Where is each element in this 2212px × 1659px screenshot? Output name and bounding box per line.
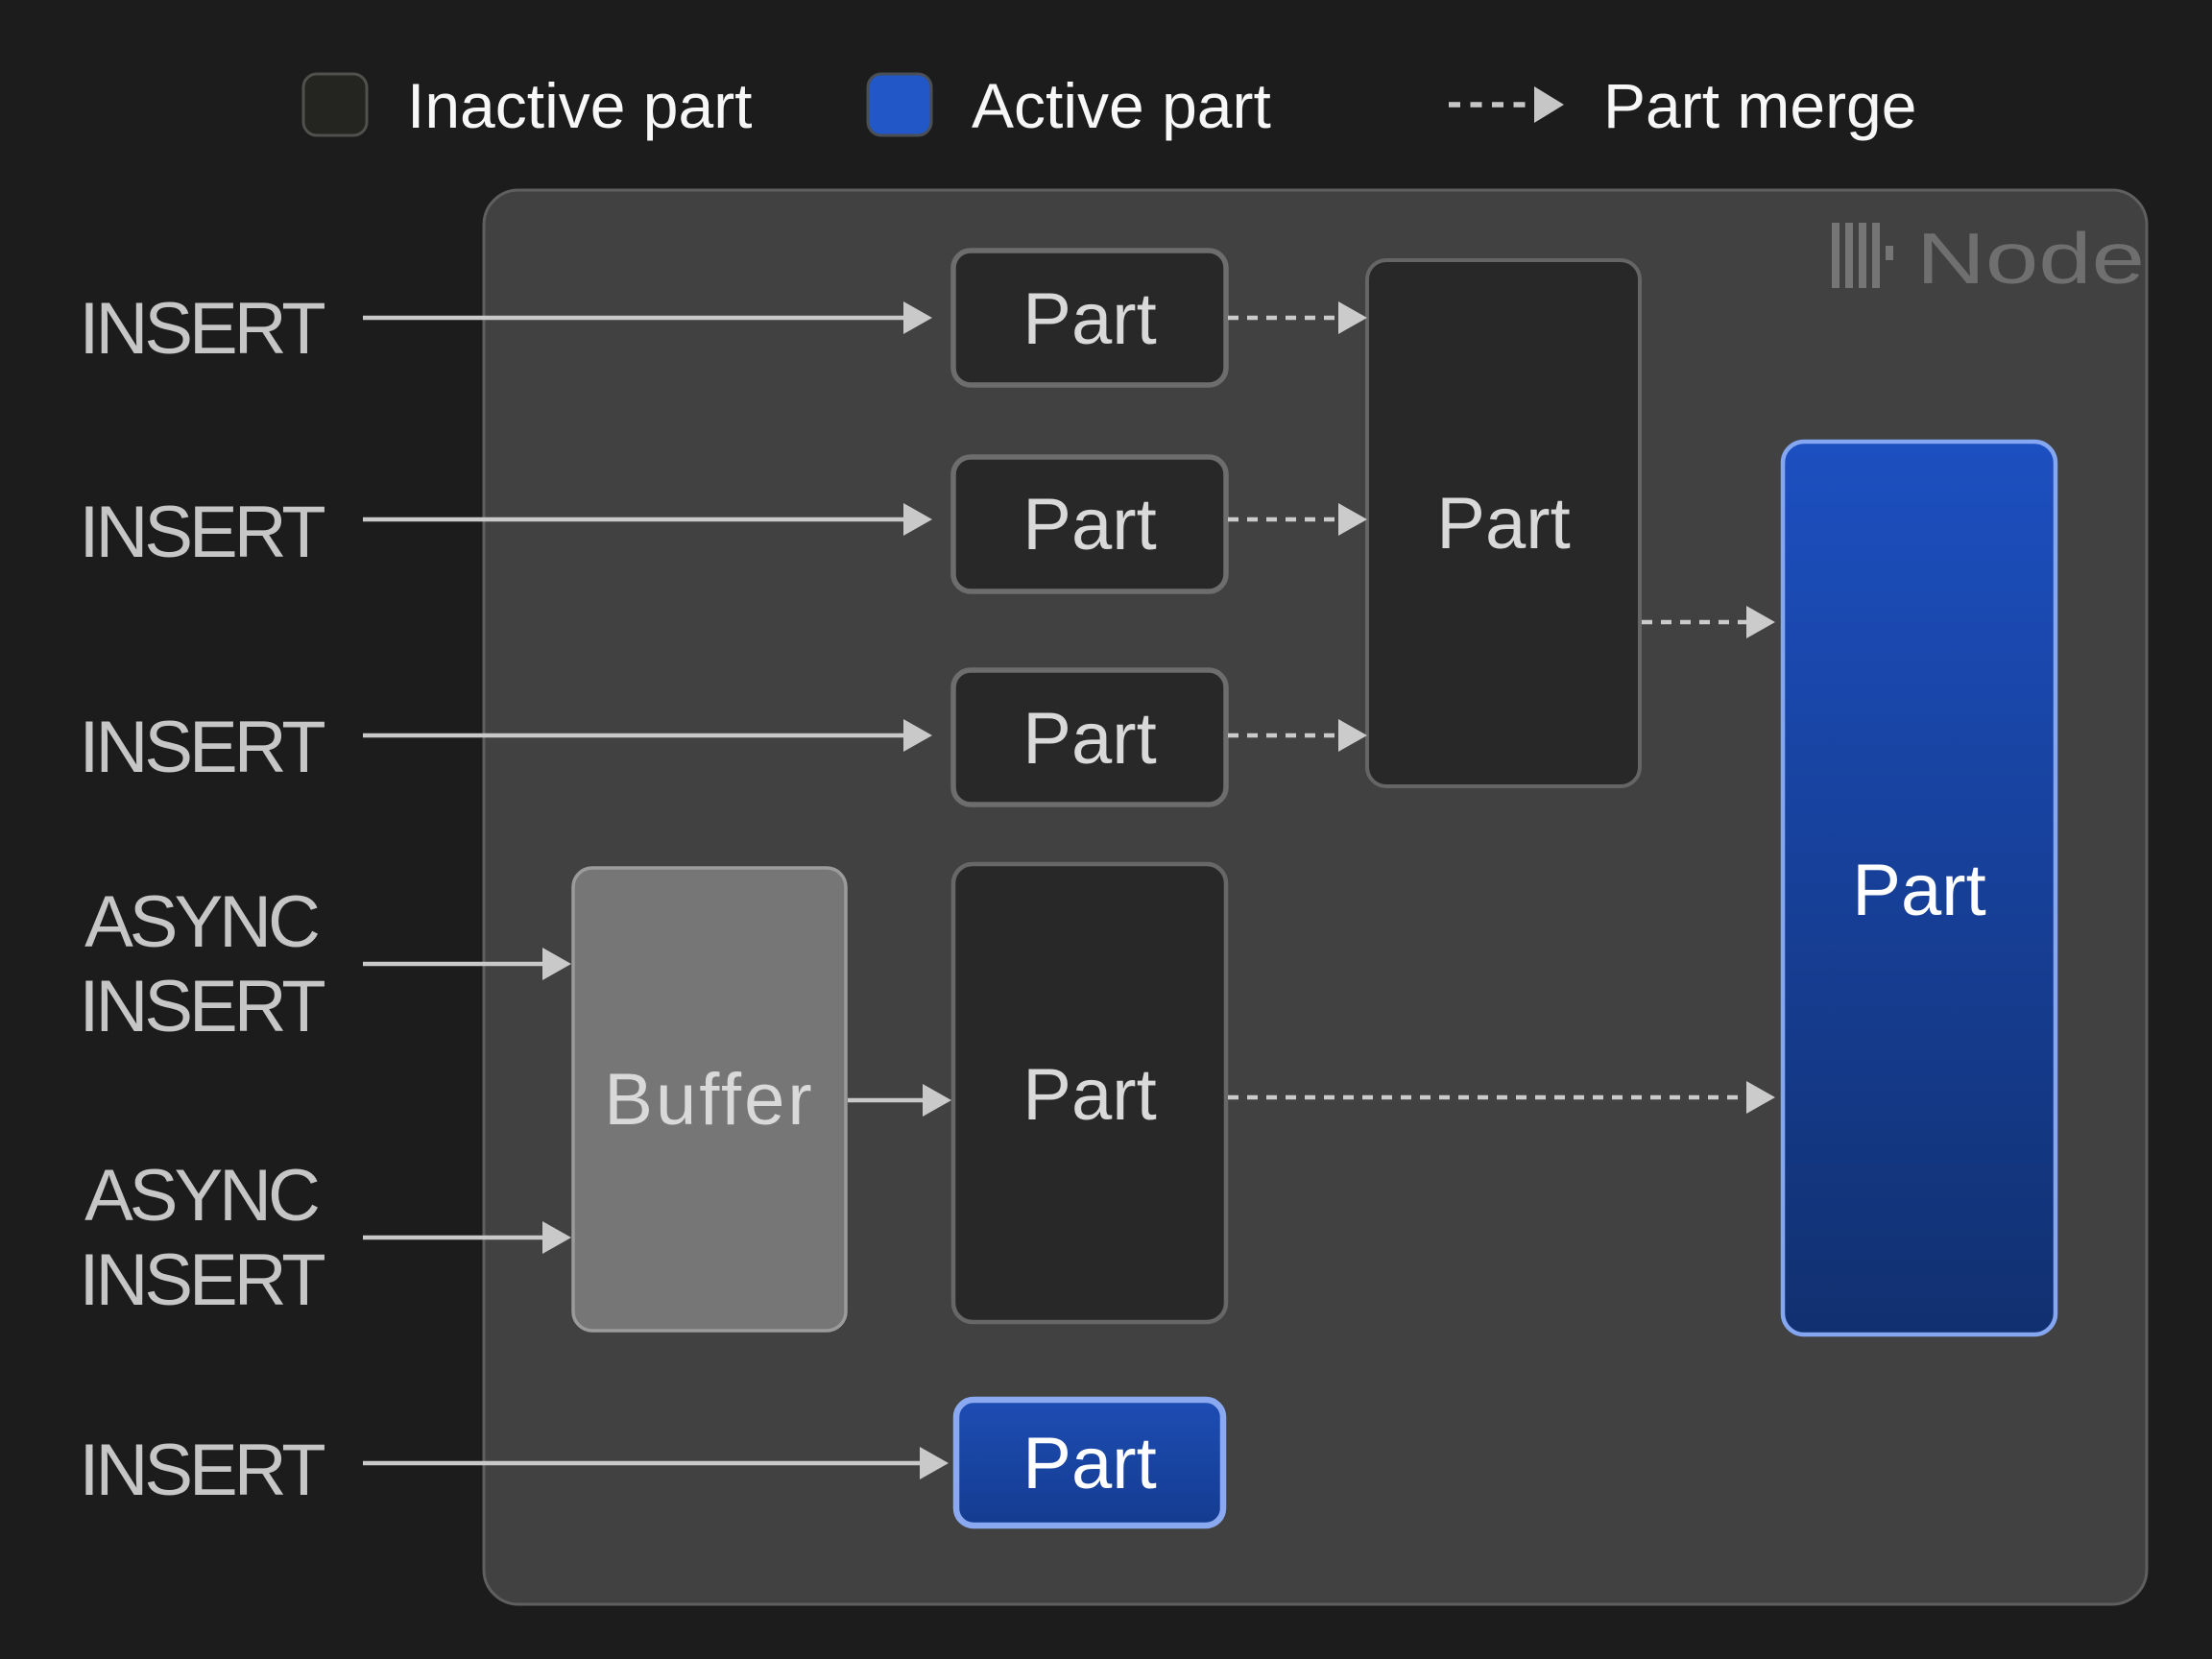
svg-text:INSERT: INSERT bbox=[79, 492, 325, 573]
svg-text:Part: Part bbox=[1022, 1423, 1156, 1504]
svg-text:INSERT: INSERT bbox=[79, 707, 325, 788]
svg-text:Active part: Active part bbox=[972, 70, 1271, 141]
svg-text:INSERT: INSERT bbox=[79, 1239, 325, 1321]
svg-text:Part: Part bbox=[1852, 850, 1985, 931]
svg-text:INSERT: INSERT bbox=[79, 966, 325, 1047]
svg-text:INSERT: INSERT bbox=[79, 288, 325, 370]
svg-text:Part: Part bbox=[1022, 484, 1156, 565]
svg-text:Buffer: Buffer bbox=[604, 1059, 814, 1141]
svg-text:ASYNC: ASYNC bbox=[84, 1155, 318, 1237]
svg-text:Node: Node bbox=[1916, 218, 2145, 299]
svg-text:INSERT: INSERT bbox=[79, 1430, 325, 1511]
svg-text:ASYNC: ASYNC bbox=[84, 881, 318, 963]
svg-text:Inactive part: Inactive part bbox=[407, 70, 753, 141]
svg-text:Part merge: Part merge bbox=[1603, 70, 1916, 141]
svg-text:Part: Part bbox=[1022, 698, 1156, 780]
svg-text:Part: Part bbox=[1022, 278, 1156, 360]
svg-text:Part: Part bbox=[1436, 483, 1570, 565]
svg-text:Part: Part bbox=[1022, 1054, 1156, 1136]
